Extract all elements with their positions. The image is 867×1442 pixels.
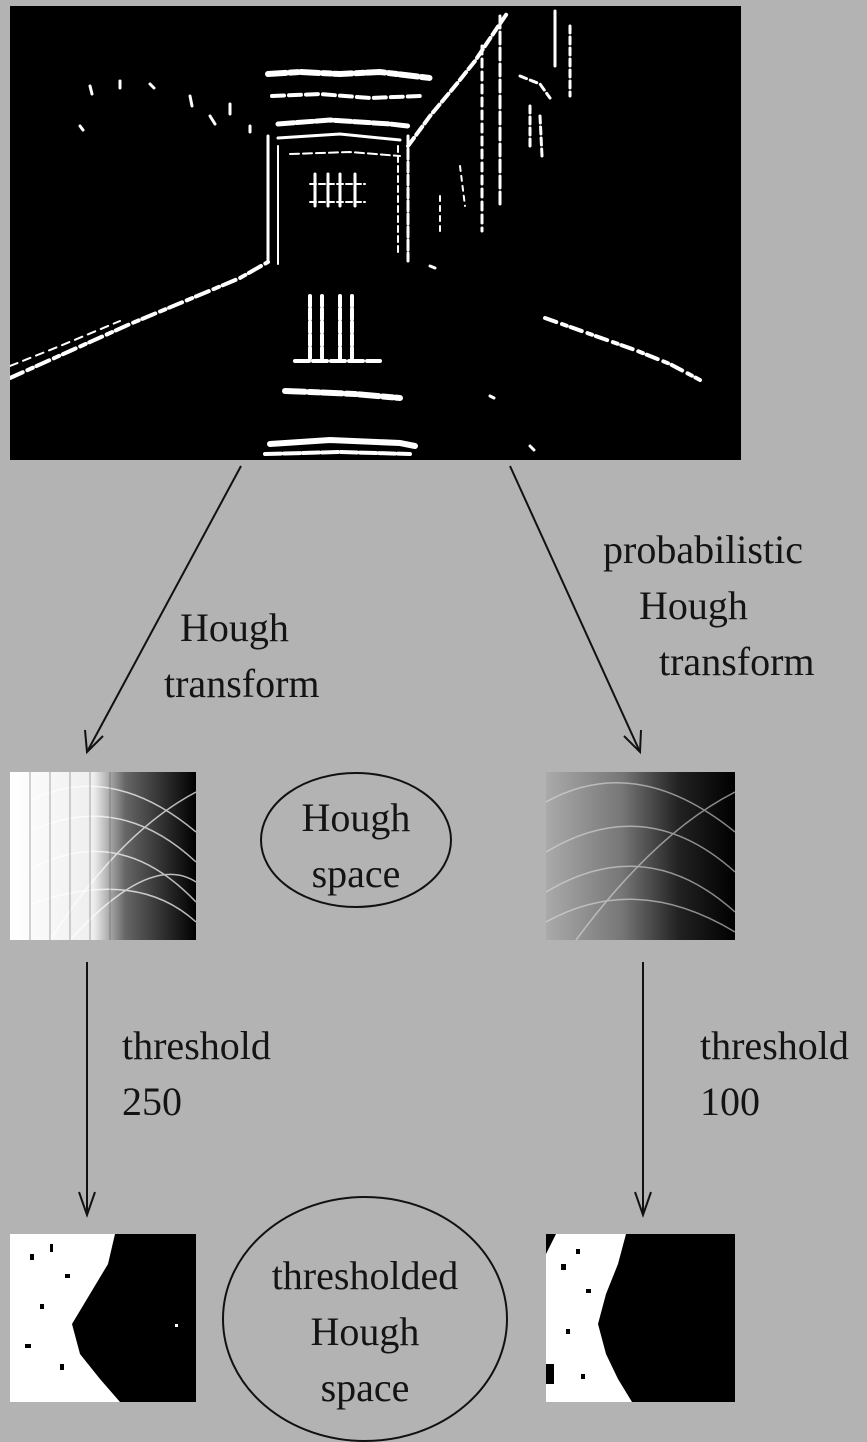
label-threshold-250: threshold 250 <box>122 1018 271 1130</box>
thresholded-space-left <box>10 1234 196 1402</box>
arrow-hough <box>86 465 242 753</box>
label-line: Hough <box>310 1309 420 1354</box>
label-line: Hough <box>639 583 748 628</box>
label-line: transform <box>659 639 815 684</box>
arrow-probabilistic-head <box>623 729 642 755</box>
label-line: thresholded <box>271 1253 459 1298</box>
label-line: Hough <box>301 795 411 840</box>
label-hough-transform: Hough transform <box>164 600 320 712</box>
hough-space-right-graphic <box>546 772 735 940</box>
arrow-probabilistic <box>509 465 641 753</box>
hough-space-left-graphic <box>10 772 196 940</box>
label-line: 100 <box>700 1079 760 1124</box>
edge-image <box>10 6 741 460</box>
label-line: space <box>320 1365 410 1410</box>
label-line: space <box>311 851 401 896</box>
hough-space-right <box>546 772 735 940</box>
hough-space-ellipse <box>260 772 452 908</box>
thresholded-space-ellipse <box>222 1196 508 1442</box>
arrow-threshold-left-head <box>78 1191 96 1219</box>
edge-image-lines <box>10 9 702 456</box>
hough-space-left <box>10 772 196 940</box>
thresholded-space-right <box>546 1234 735 1402</box>
label-line: Hough <box>180 605 289 650</box>
label-line: threshold <box>700 1023 849 1068</box>
label-line: 250 <box>122 1079 182 1124</box>
label-line: transform <box>164 661 320 706</box>
label-hough-space: Hough space <box>270 790 442 902</box>
label-line: threshold <box>122 1023 271 1068</box>
arrow-hough-head <box>84 729 104 755</box>
label-threshold-100: threshold 100 <box>700 1018 849 1130</box>
label-line: probabilistic <box>603 527 803 572</box>
thresholded-space-left-graphic <box>10 1234 178 1402</box>
arrow-threshold-right-head <box>634 1191 652 1219</box>
thresholded-space-right-graphic <box>546 1234 632 1402</box>
